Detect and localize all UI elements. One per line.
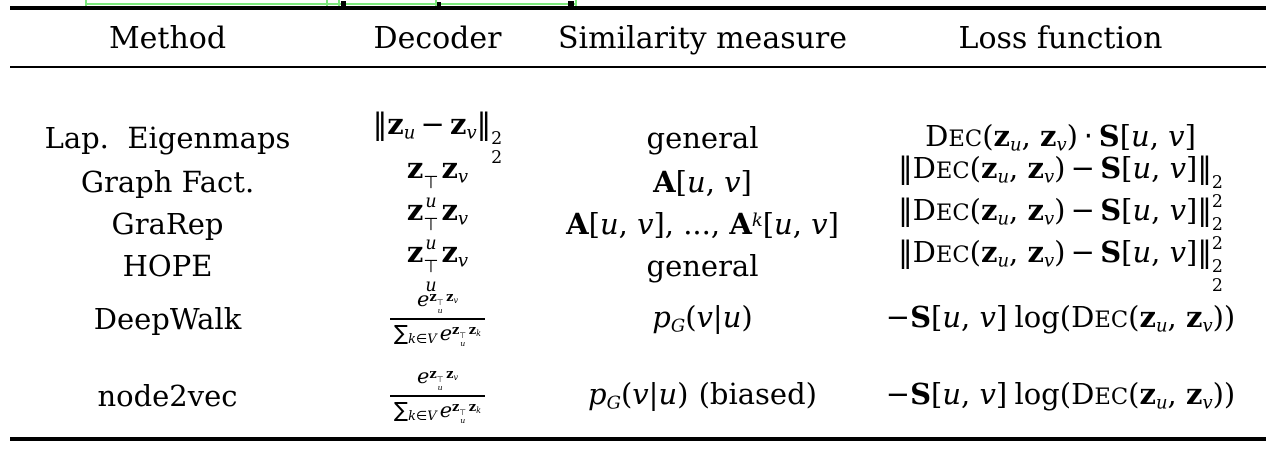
table-header-rule — [10, 66, 1266, 68]
column-header-decoder: Decoder — [373, 20, 502, 56]
cell-similarity: general — [646, 248, 759, 283]
column-header-similarity: Similarity measure — [557, 20, 848, 56]
column-header-loss: Loss function — [958, 20, 1163, 56]
annotation-black-tick — [568, 1, 574, 7]
annotation-box-remnant-tick — [326, 0, 328, 7]
table-header-row: Method Decoder Similarity measure Loss f… — [10, 11, 1266, 65]
table-top-rule — [10, 6, 1266, 10]
annotation-box-remnant-line — [85, 3, 577, 5]
annotation-box-remnant-tick — [435, 0, 437, 7]
cell-method: Graph Fact. — [80, 164, 255, 199]
cell-similarity: A[u, v] — [653, 164, 752, 199]
annotation-black-tick — [437, 2, 441, 7]
cell-similarity: general — [646, 120, 759, 155]
cell-loss: −S[u, v]log(DEC(zu, zv)) — [885, 299, 1236, 337]
annotation-box-remnant-tick — [85, 0, 87, 7]
cell-method: DeepWalk — [93, 301, 242, 336]
annotation-black-tick — [341, 1, 346, 7]
cell-similarity: pG(v|u)(biased) — [588, 376, 817, 414]
cell-similarity: A[u, v], ..., Ak[u, v] — [566, 206, 839, 241]
cell-method: Lap. Eigenmaps — [44, 120, 291, 155]
annotation-box-remnant-tick — [338, 0, 340, 7]
cell-similarity: pG(v|u) — [652, 299, 753, 337]
cell-loss: DEC(zu, zv)·S[u, v] — [925, 119, 1196, 156]
annotation-box-remnant-tick — [575, 0, 577, 7]
table-bottom-rule — [10, 437, 1266, 441]
cell-method: GraRep — [111, 206, 224, 241]
column-header-method: Method — [108, 20, 227, 56]
cell-method: node2vec — [97, 378, 238, 413]
cell-loss: −S[u, v]log(DEC(zu, zv)) — [885, 376, 1236, 414]
cell-method: HOPE — [122, 248, 213, 283]
